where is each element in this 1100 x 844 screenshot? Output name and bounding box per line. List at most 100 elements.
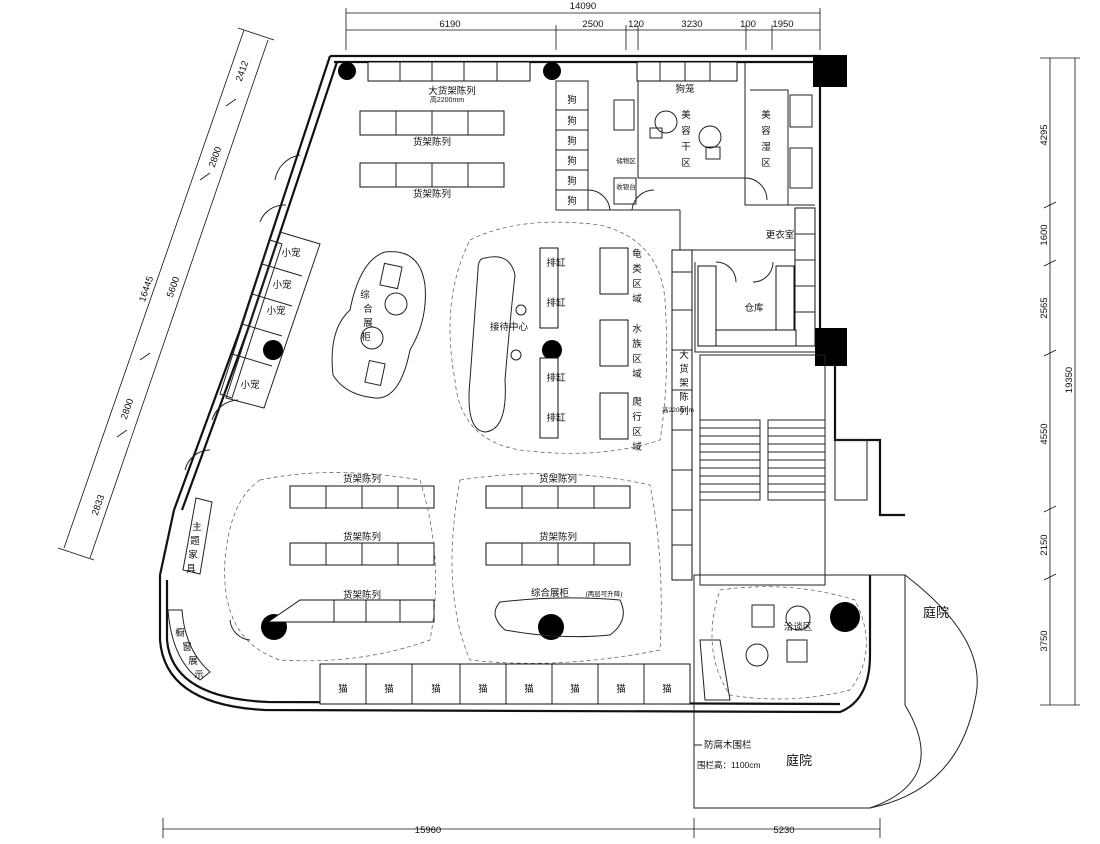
dog-5: 狗 (567, 175, 577, 187)
dim-left-2: 2800 (207, 145, 224, 169)
svg-text:示: 示 (194, 670, 204, 681)
cat-2: 猫 (384, 683, 394, 695)
shelf-label-7: 货架陈列 (343, 589, 381, 601)
aquatic-zone: 排缸 排缸 排缸 排缸 龟 类 区 域 水 族 区 域 爬 行 区 域 (449, 221, 668, 454)
fence-height-label: 围栏高：1100cm (697, 760, 761, 770)
dog-4: 狗 (567, 155, 577, 167)
small-tag-1: 储物区 (616, 156, 636, 165)
shelf-label-2: 货架陈列 (413, 188, 451, 200)
left-dimensions: 16445 2412 2800 5600 2800 2833 (57, 27, 275, 561)
svg-text:类: 类 (632, 263, 642, 275)
svg-text:陈: 陈 (679, 391, 689, 403)
dim-left-3: 5600 (165, 275, 182, 299)
svg-text:家: 家 (188, 549, 198, 561)
cat-3: 猫 (431, 683, 441, 695)
big-shelf-label: 大货架陈列 (428, 85, 476, 97)
reception: 接待中心 (468, 256, 529, 433)
svg-text:列: 列 (679, 405, 689, 417)
svg-text:域: 域 (632, 441, 642, 453)
svg-text:区: 区 (632, 354, 642, 365)
shelf-label-5: 货架陈列 (539, 473, 577, 485)
dim-right-6: 3750 (1039, 630, 1050, 651)
svg-text:合: 合 (363, 303, 373, 315)
dim-top-5: 100 (740, 19, 756, 30)
back-rooms: 更衣室 仓库 (679, 207, 816, 353)
svg-text:题: 题 (190, 536, 200, 547)
changing-room-label: 更衣室 (766, 229, 795, 241)
reception-label: 接待中心 (490, 321, 529, 333)
dog-cage-label: 狗笼 (675, 83, 695, 95)
small-tag-2: 收银台 (616, 182, 636, 191)
left-display-cabinet: 综 合 展 柜 (331, 251, 426, 399)
dog-area: 狗 狗 狗 狗 狗 狗 储物区 收银台 (555, 80, 680, 211)
svg-text:区: 区 (632, 279, 642, 290)
tank-4: 排缸 (546, 412, 566, 424)
tank-2: 排缸 (546, 297, 566, 309)
svg-text:展: 展 (363, 318, 373, 329)
column-2 (543, 62, 561, 80)
v-shelf-height: 高2200mm (662, 405, 694, 414)
grooming-rooms: 狗笼 美 容 干 区 美 容 湿 区 (637, 62, 815, 206)
svg-text:湿: 湿 (761, 142, 771, 153)
dim-top-3: 120 (628, 19, 644, 30)
svg-text:水: 水 (632, 323, 642, 335)
dim-right-2: 1600 (1039, 224, 1050, 245)
grooming-dry-1: 美 (681, 109, 691, 121)
dim-right-5: 2150 (1039, 534, 1050, 555)
bottom-dimensions: 15960 5230 (162, 818, 881, 838)
column-1 (338, 62, 356, 80)
svg-text:展: 展 (188, 656, 198, 667)
dim-top-1: 6190 (439, 19, 460, 30)
dim-bottom-1: 15960 (415, 825, 441, 836)
column-6 (542, 340, 562, 360)
dog-1: 狗 (567, 94, 577, 106)
svg-text:区: 区 (632, 427, 642, 438)
cat-6: 猫 (570, 683, 580, 695)
upper-shelves: 货架陈列 货架陈列 (359, 110, 505, 200)
small-pet-1: 小宠 (281, 247, 301, 259)
svg-text:架: 架 (679, 378, 689, 389)
shelf-label-6: 货架陈列 (539, 531, 577, 543)
dim-bottom-2: 5230 (773, 825, 794, 836)
tank-1: 排缸 (546, 257, 566, 269)
svg-text:柜: 柜 (361, 331, 371, 343)
grooming-dry-4: 区 (681, 158, 691, 169)
svg-text:美: 美 (761, 109, 771, 121)
top-shelf-row: 大货架陈列 高2200mm (367, 61, 738, 104)
dim-right-total: 19350 (1064, 367, 1075, 393)
shelf-label-3: 货架陈列 (343, 473, 381, 485)
svg-text:窗: 窗 (182, 641, 192, 653)
cat-8: 猫 (662, 683, 672, 695)
courtyard: 庭院 庭院 防腐木围栏 围栏高：1100cm (694, 605, 949, 770)
shelf-label-1: 货架陈列 (413, 136, 451, 148)
stairs (699, 354, 868, 586)
negotiation-label: 洽谈区 (784, 621, 813, 633)
dim-top-total: 14090 (570, 1, 596, 12)
svg-text:域: 域 (632, 293, 642, 305)
svg-text:族: 族 (632, 338, 642, 350)
column-5 (263, 340, 283, 360)
cat-4: 猫 (478, 683, 488, 695)
svg-text:爬: 爬 (632, 397, 642, 408)
small-pet-2: 小宠 (272, 279, 292, 291)
dim-right-3: 2565 (1039, 297, 1050, 318)
svg-text:行: 行 (632, 411, 642, 423)
grooming-dry-2: 容 (681, 125, 691, 137)
courtyard-label-1: 庭院 (923, 605, 949, 620)
column-8 (538, 614, 564, 640)
svg-text:主: 主 (192, 521, 202, 533)
svg-text:区: 区 (761, 158, 771, 169)
column-3 (813, 55, 847, 87)
door-swings (184, 154, 301, 641)
dim-left-4: 2800 (119, 397, 136, 421)
column-9 (830, 602, 860, 632)
dim-left-1: 2412 (234, 59, 251, 83)
svg-text:具: 具 (186, 564, 196, 575)
theme-window-area: 主 题 家 具 橱 窗 展 示 (167, 497, 213, 681)
dim-left-total: 16445 (137, 275, 156, 304)
svg-text:容: 容 (761, 125, 771, 137)
dog-3: 狗 (567, 135, 577, 147)
warehouse-label: 仓库 (744, 302, 764, 314)
cat-1: 猫 (338, 683, 348, 695)
